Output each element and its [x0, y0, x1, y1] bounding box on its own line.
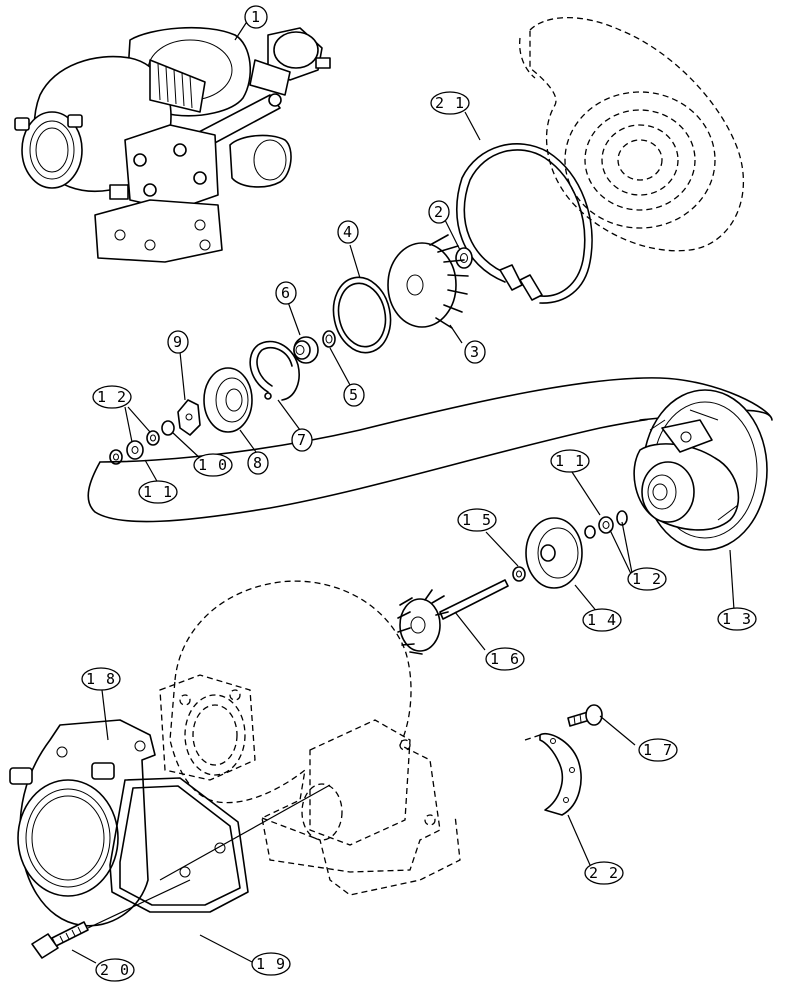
callout-13: 1 3 [717, 607, 757, 631]
assembly-axis-line [524, 734, 541, 741]
bolt-axis-line [87, 879, 191, 929]
callout-15: 1 5 [457, 508, 497, 532]
callout-15-label: 1 5 [462, 511, 492, 529]
retaining-ring [249, 340, 300, 401]
callout-14: 1 4 [582, 608, 622, 632]
small-rings-left [109, 420, 175, 465]
callout-8-label: 8 [253, 454, 263, 472]
callout-2: 2 [428, 200, 450, 224]
seal-ring-small [322, 330, 336, 348]
gasket [109, 777, 249, 913]
callout-9: 9 [167, 330, 189, 354]
callout-12-left-label: 1 2 [97, 388, 127, 406]
callout-4: 4 [337, 220, 359, 244]
callout-19: 1 9 [251, 952, 291, 976]
callout-21-label: 2 1 [435, 94, 465, 112]
callout-11-right: 1 1 [550, 449, 590, 473]
elbow-axis-line [159, 784, 331, 881]
callout-10: 1 0 [193, 453, 233, 477]
callout-7: 7 [291, 428, 313, 452]
callout-13-label: 1 3 [722, 610, 752, 628]
small-rings-right [584, 510, 628, 539]
callout-18: 1 8 [81, 667, 121, 691]
nut [455, 247, 473, 269]
callout-2-label: 2 [434, 203, 444, 221]
callout-11-left: 1 1 [138, 480, 178, 504]
callout-9-label: 9 [173, 333, 183, 351]
component-group-outline [87, 377, 773, 523]
callout-5-label: 5 [349, 386, 359, 404]
callout-8: 8 [247, 451, 269, 475]
thrust-sleeve [293, 336, 319, 364]
callout-16: 1 6 [485, 647, 525, 671]
callout-6: 6 [275, 281, 297, 305]
callout-21: 2 1 [430, 91, 470, 115]
phantom-compressor-housing [519, 16, 745, 252]
callout-20-label: 2 0 [100, 961, 130, 979]
callout-19-label: 1 9 [256, 955, 286, 973]
callout-17-label: 1 7 [643, 741, 673, 759]
large-snap-ring [455, 143, 593, 304]
o-ring [332, 276, 392, 354]
callout-3-label: 3 [470, 343, 480, 361]
callout-14-label: 1 4 [587, 611, 617, 629]
callout-16-label: 1 6 [490, 650, 520, 668]
heat-shield [525, 517, 583, 589]
center-housing [633, 389, 768, 551]
callout-7-label: 7 [297, 431, 307, 449]
thrust-plate [203, 367, 253, 433]
outlet-elbow [9, 719, 156, 927]
callout-1-label: 1 [251, 8, 261, 26]
callout-4-label: 4 [343, 223, 353, 241]
bolt [31, 921, 89, 959]
bolt-right [567, 704, 603, 727]
callout-6-label: 6 [281, 284, 291, 302]
callout-11-left-label: 1 1 [143, 483, 173, 501]
callout-18-label: 1 8 [86, 670, 116, 688]
callout-12-left: 1 2 [92, 385, 132, 409]
thrust-bearing [177, 399, 201, 436]
piston-ring [512, 566, 526, 582]
clamp-segment [539, 733, 582, 816]
callout-12-right: 1 2 [627, 567, 667, 591]
callout-22-label: 2 2 [589, 864, 619, 882]
leader-lines [71, 19, 735, 964]
callout-5: 5 [343, 383, 365, 407]
compressor-wheel [387, 234, 469, 329]
callout-12-right-label: 1 2 [632, 570, 662, 588]
turbine-wheel-shaft [397, 579, 509, 655]
turbocharger-assembly [14, 26, 331, 263]
callout-22: 2 2 [584, 861, 624, 885]
callout-20: 2 0 [95, 958, 135, 982]
callout-10-label: 1 0 [198, 456, 228, 474]
callout-17: 1 7 [638, 738, 678, 762]
callout-11-right-label: 1 1 [555, 452, 585, 470]
callout-1: 1 [244, 5, 268, 29]
callout-3: 3 [464, 340, 486, 364]
